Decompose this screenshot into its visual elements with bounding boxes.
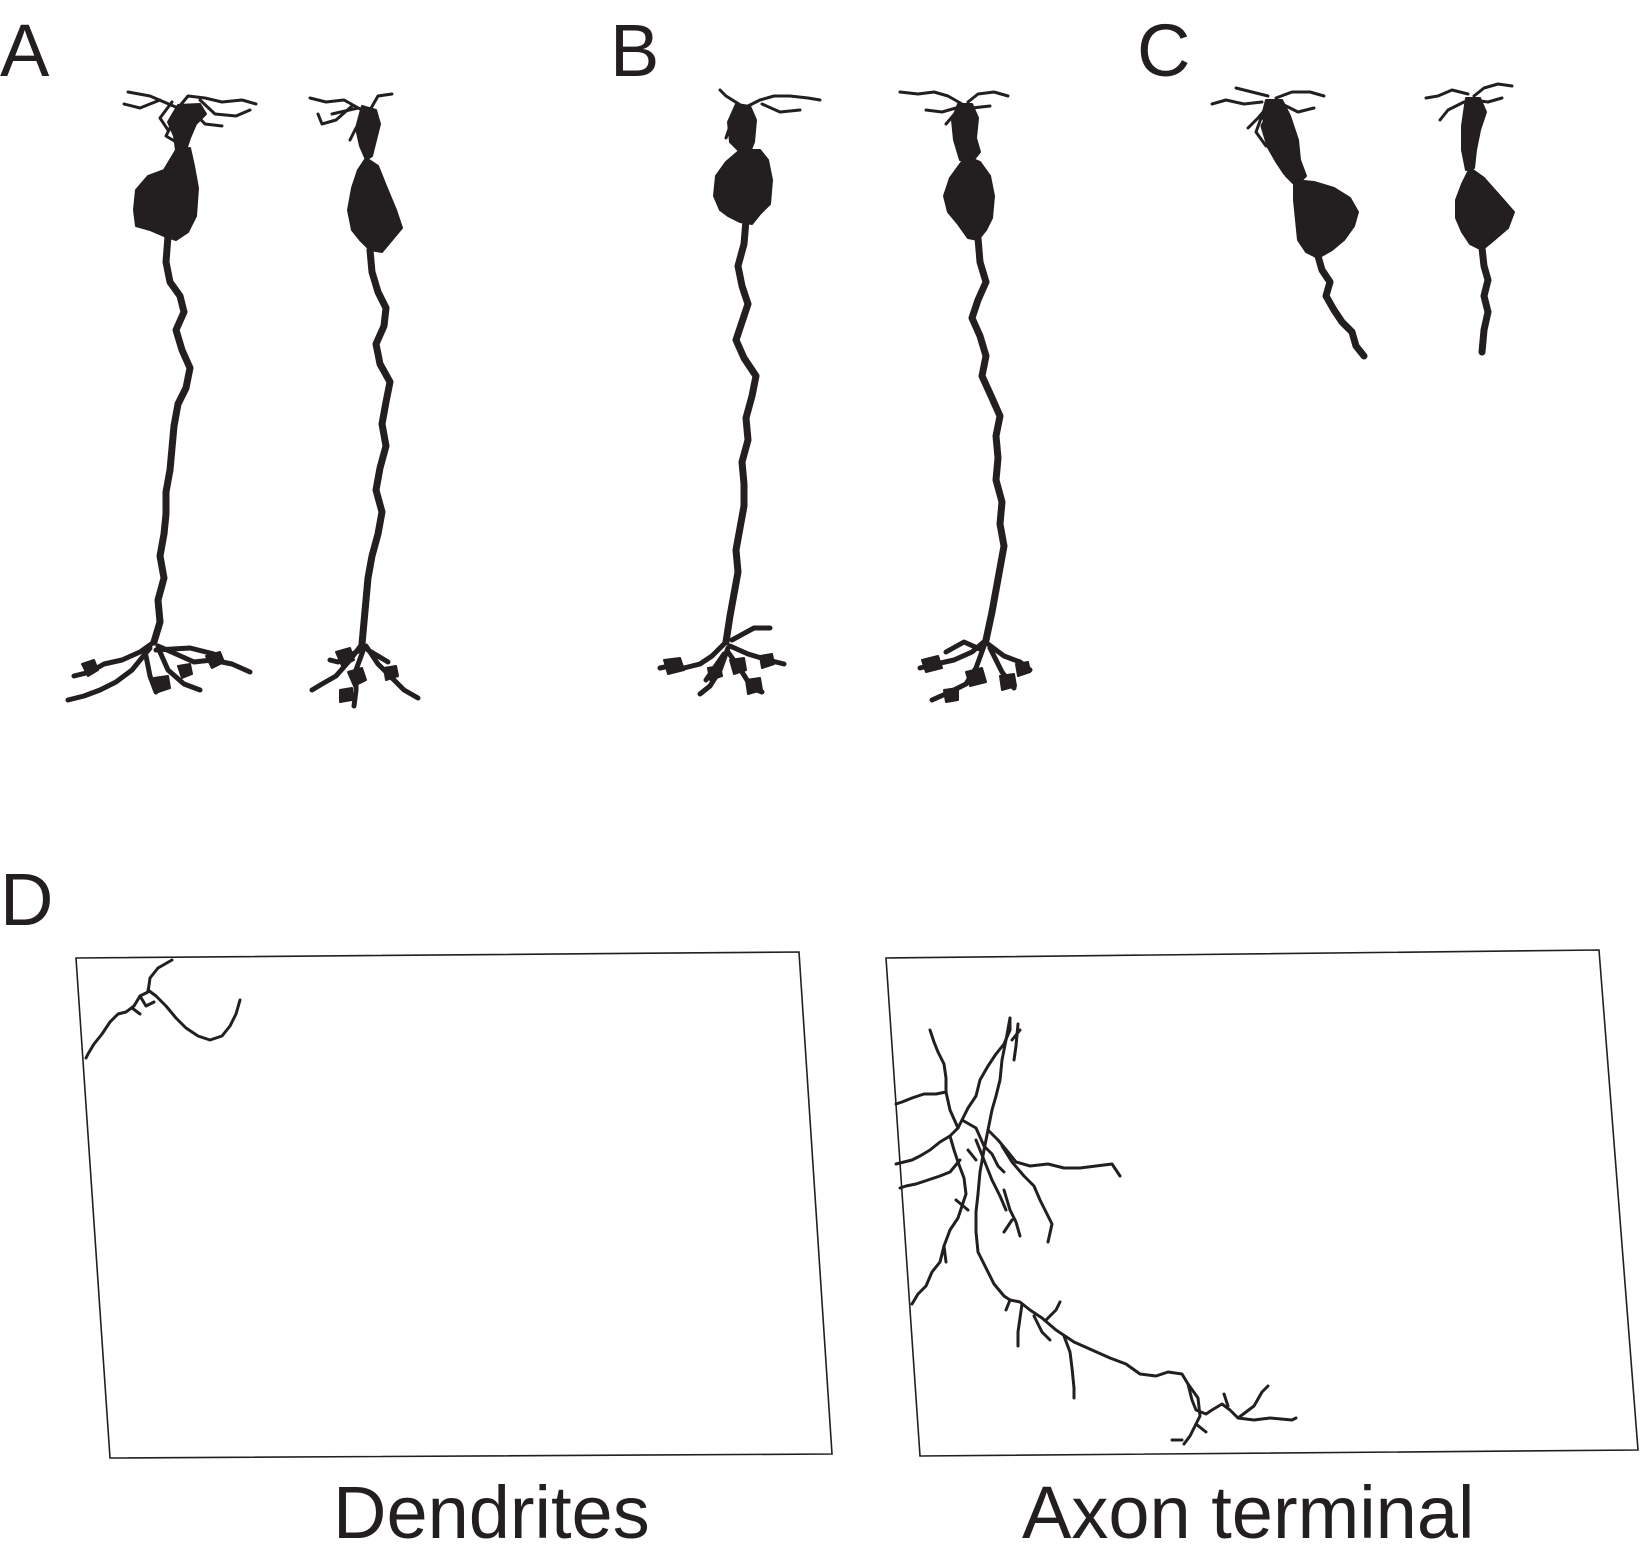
- panel-label-c: C: [1137, 9, 1191, 92]
- caption-axon-terminal: Axon terminal: [1022, 1471, 1475, 1554]
- axon-terminal-box: [885, 949, 1639, 1457]
- panel-b-neuron-2: [898, 90, 1033, 703]
- caption-dendrites: Dendrites: [333, 1471, 650, 1554]
- dendrites-box: [75, 951, 833, 1459]
- panel-label-a: A: [0, 9, 50, 92]
- panel-a-neuron-2: [308, 92, 421, 709]
- panel-c-neuron-1: [1210, 86, 1368, 360]
- panel-label-d: D: [0, 858, 54, 941]
- panel-a-neuron-1: [65, 90, 258, 703]
- panel-label-b: B: [610, 9, 660, 92]
- panel-c-neuron-2: [1424, 82, 1515, 356]
- panel-b-neuron-1: [657, 88, 822, 697]
